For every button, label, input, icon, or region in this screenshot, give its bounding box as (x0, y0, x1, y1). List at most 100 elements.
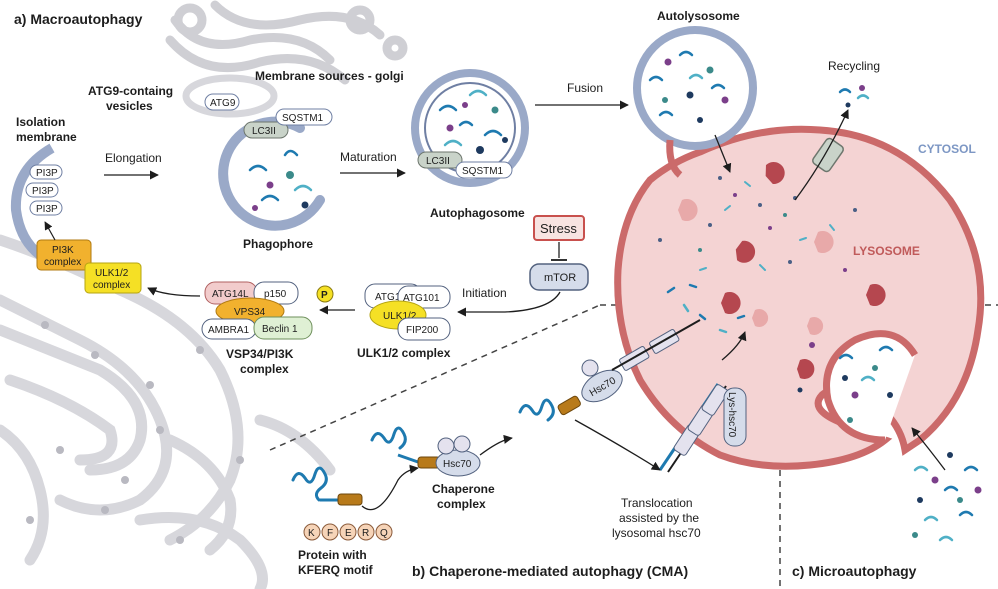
phagophore-label: Phagophore (243, 237, 313, 251)
svg-text:K: K (308, 528, 315, 539)
phosphorylation: P (316, 285, 334, 303)
pi3k-complex-box (36, 239, 92, 271)
svg-text:LC3II: LC3II (426, 156, 450, 167)
atg9-vesicles-label-2: vesicles (106, 99, 153, 113)
svg-text:FIP200: FIP200 (406, 325, 439, 336)
er-ribosomes (26, 321, 244, 544)
svg-text:R: R (362, 528, 369, 539)
isolation-membrane-label-2: membrane (16, 130, 77, 144)
cma-receptor-docking: Hsc70 Lys-hsc70 Translocation assisted b… (518, 319, 747, 540)
translocation-label-1: Translocation (621, 496, 693, 510)
cma-substrate: K F E R Q Protein with KFERQ motif (291, 464, 419, 577)
svg-text:Lys-hsc70: Lys-hsc70 (726, 392, 737, 438)
autolysosome-cargo (662, 58, 729, 123)
lys-hsc70: Lys-hsc70 (723, 387, 747, 447)
protein-kferq-label-1: Protein with (298, 548, 367, 562)
digestion-products (658, 176, 857, 272)
kferq-motif: K F E R Q (303, 523, 393, 541)
svg-text:p150: p150 (264, 289, 287, 300)
hydrolase-enzyme (735, 240, 756, 263)
svg-text:Q: Q (380, 528, 388, 539)
microautophagy-invagination (823, 330, 946, 471)
autolysosome-label: Autolysosome (657, 9, 740, 23)
cma-title: b) Chaperone-mediated autophagy (CMA) (412, 563, 688, 579)
hydrolase-enzyme (866, 284, 886, 306)
pi3p-markers: PI3P PI3P PI3P (25, 164, 63, 216)
svg-text:P: P (321, 290, 328, 301)
translocation-label-2: assisted by the (619, 511, 699, 525)
elongation-step: Elongation (104, 151, 162, 180)
isolation-membrane-label-1: Isolation (16, 115, 65, 129)
cytosol-label: CYTOSOL (918, 142, 976, 156)
svg-text:VPS34: VPS34 (234, 307, 266, 318)
microautophagy-cytosolic-cargo (912, 452, 982, 542)
autophagosome: LC3II SQSTM1 Autophagosome (411, 69, 529, 220)
vps34-caption-1: VSP34/PI3K (226, 347, 294, 361)
autolysosome: Autolysosome (633, 9, 757, 178)
svg-text:F: F (327, 528, 333, 539)
ulk12-complex: ATG13 ATG101 ULK1/2 FIP200 ULK1/2 comple… (357, 283, 451, 360)
svg-text:ATG101: ATG101 (403, 293, 440, 304)
chaperone-complex: Hsc70 Chaperone complex (370, 426, 513, 511)
svg-text:Elongation: Elongation (105, 151, 162, 165)
atg9-vesicles-label-1: ATG9-containg (88, 84, 173, 98)
svg-text:SQSTM1: SQSTM1 (282, 113, 324, 124)
recycling-transporter: Recycling (794, 59, 880, 201)
svg-text:Beclin 1: Beclin 1 (262, 324, 298, 335)
autophagosome-label: Autophagosome (430, 206, 525, 220)
digestion-fragments (699, 181, 835, 271)
recycling-label: Recycling (828, 59, 880, 73)
svg-text:Initiation: Initiation (462, 286, 507, 300)
golgi-stacks (165, 0, 408, 85)
microautophagy-title: c) Microautophagy (792, 563, 917, 579)
vps34-to-pi3k-arrow (147, 287, 201, 297)
hydrolase-enzyme (814, 231, 834, 253)
hydrolase-enzyme (807, 317, 824, 335)
lysosome: CYTOSOL LYSOSOME (614, 125, 985, 470)
ulk12-complex-box (84, 262, 142, 294)
svg-text:PI3P: PI3P (36, 168, 58, 179)
membrane-sources-label: Membrane sources - golgi (255, 69, 404, 83)
vps34-complex: ATG14L p150 VPS34 AMBRA1 Beclin 1 VSP34/… (201, 281, 313, 376)
svg-text:complex: complex (44, 257, 81, 268)
svg-text:AMBRA1: AMBRA1 (208, 325, 250, 336)
svg-text:PI3K: PI3K (52, 245, 74, 256)
atg9-tag: ATG9 (210, 98, 236, 109)
lysosome-label: LYSOSOME (853, 244, 920, 258)
translocation-label-3: lysosomal hsc70 (612, 526, 701, 540)
svg-text:ULK1/2: ULK1/2 (383, 311, 417, 322)
fusion-step: Fusion (535, 81, 629, 110)
svg-text:complex: complex (93, 280, 130, 291)
phagophore: LC3II SQSTM1 Phagophore (218, 108, 333, 251)
cma-degradation (666, 283, 746, 334)
svg-text:mTOR: mTOR (544, 272, 576, 284)
svg-text:Stress: Stress (540, 221, 577, 236)
isolation-membrane: Isolation membrane PI3P PI3P PI3P PI3K c… (10, 115, 142, 294)
svg-text:PI3P: PI3P (32, 186, 54, 197)
hydrolase-enzyme (797, 359, 815, 379)
initiation-step: Initiation (457, 286, 561, 317)
svg-text:Hsc70: Hsc70 (443, 459, 472, 470)
maturation-step: Maturation (340, 150, 406, 178)
svg-text:E: E (345, 528, 352, 539)
lamp2a-oligomer (611, 319, 701, 371)
mtor: mTOR (529, 263, 589, 291)
macroautophagy-title: a) Macroautophagy (14, 11, 143, 27)
lysosomal-enzymes (678, 162, 886, 379)
hydrolase-enzyme (721, 292, 741, 314)
hydrolase-enzyme (752, 309, 769, 327)
svg-text:ATG14L: ATG14L (212, 289, 249, 300)
chaperone-complex-label-1: Chaperone (432, 482, 495, 496)
microautophagy-lysosome-products (797, 342, 853, 423)
svg-text:Fusion: Fusion (567, 81, 603, 95)
hydrolase-enzyme (678, 199, 698, 222)
lamp2a-channel (658, 383, 729, 473)
svg-text:ATG13: ATG13 (375, 292, 406, 303)
section-divider-cma (269, 304, 601, 451)
stress-signal: Stress (533, 215, 585, 261)
svg-text:PI3P: PI3P (36, 204, 58, 215)
ulk-complex-caption: ULK1/2 complex (357, 346, 451, 360)
atg9-vesicles: ATG9-containg vesicles ATG9 Membrane sou… (88, 69, 404, 118)
